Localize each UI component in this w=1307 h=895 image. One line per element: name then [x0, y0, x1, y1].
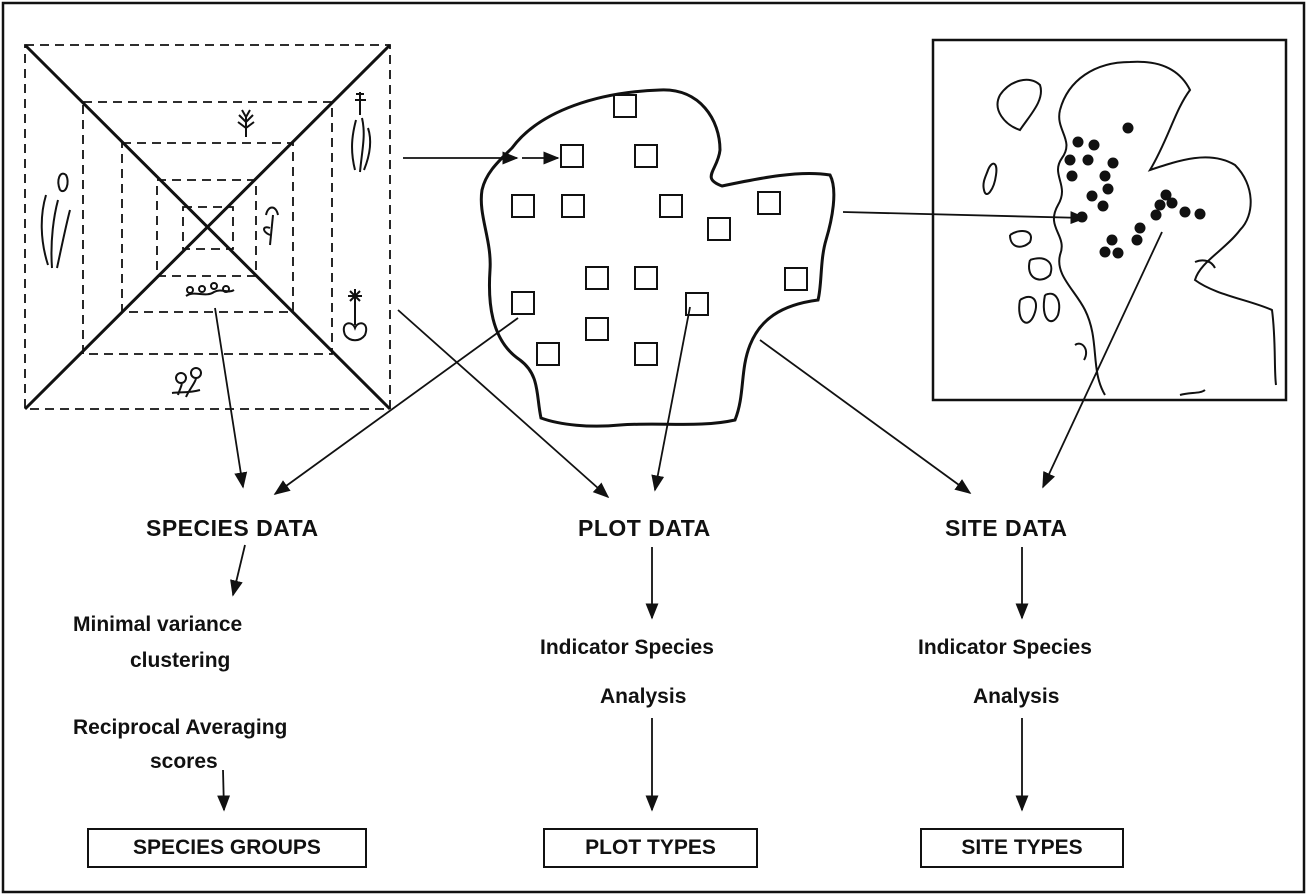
plant-flower-stem-icon	[351, 92, 372, 173]
arrow-plot-square-to-plot	[651, 306, 691, 492]
species-step-minimal-variance: Minimal variance	[73, 613, 243, 636]
map-frame	[931, 38, 1288, 402]
plant-rosette-icon	[342, 289, 368, 342]
site-dots	[1064, 122, 1206, 259]
arrow-site-to-sitedata	[759, 339, 972, 494]
site-map-illustration	[931, 38, 1288, 402]
plot-data-heading: PLOT DATA	[578, 515, 711, 541]
arrow-quadrat-to-species	[214, 307, 248, 489]
arrow-scores-to-groups	[217, 769, 231, 812]
site-step-indicator: Indicator Species	[918, 636, 1092, 659]
species-step-scores: scores	[150, 750, 218, 773]
arrow-quadrat-to-plot	[397, 309, 610, 499]
site-types-box: SITE TYPES	[920, 828, 1124, 868]
species-step-reciprocal-averaging: Reciprocal Averaging	[73, 716, 288, 739]
arrow-site-to-species	[273, 317, 519, 495]
plot-step-indicator: Indicator Species	[540, 636, 714, 659]
species-step-clustering: clustering	[130, 649, 231, 672]
site-step-analysis: Analysis	[973, 685, 1060, 708]
site-plot-illustration	[479, 88, 836, 428]
plant-tall-leaves-icon	[40, 172, 71, 269]
plant-creeper-icon	[185, 282, 235, 297]
plant-clover-icon	[171, 367, 202, 398]
plot-types-box: PLOT TYPES	[543, 828, 758, 868]
line-site-to-map	[842, 211, 1087, 225]
plant-small-flower-icon	[263, 206, 279, 246]
site-data-heading: SITE DATA	[945, 515, 1068, 541]
species-data-heading: SPECIES DATA	[146, 515, 319, 541]
arrow-map-to-sitedata	[1042, 231, 1163, 489]
coastline	[982, 60, 1277, 396]
plant-fern-icon	[237, 109, 255, 137]
plot-step-analysis: Analysis	[600, 685, 687, 708]
site-boundary	[479, 88, 836, 428]
plot-squares	[511, 94, 808, 366]
nested-quadrat-illustration	[23, 43, 392, 411]
arrow-species-to-clustering	[230, 544, 246, 597]
species-groups-box: SPECIES GROUPS	[87, 828, 367, 868]
connector-arrows	[214, 151, 1163, 812]
